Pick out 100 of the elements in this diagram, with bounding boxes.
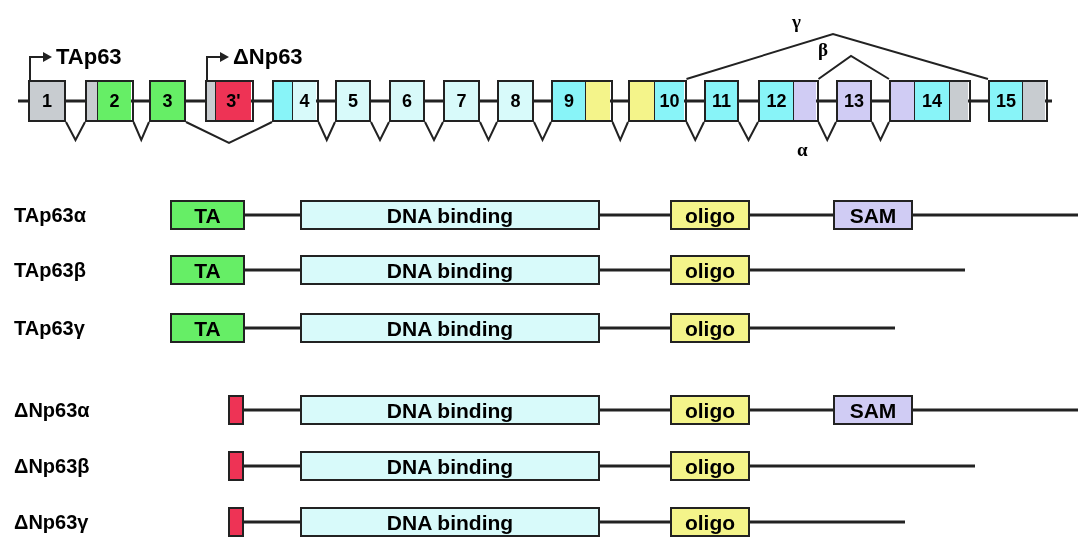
exon-box: [758, 80, 819, 122]
isoform-label: TAp63β: [14, 260, 86, 280]
exon-box: [628, 80, 687, 122]
isoform-label: TAp63γ: [14, 318, 85, 338]
domain-label: TA: [194, 204, 221, 226]
isoform-label: TAp63α: [14, 205, 86, 225]
splice-line: [185, 121, 273, 145]
splice-line: [871, 121, 890, 143]
domain-label: oligo: [684, 399, 736, 421]
protein-line: [750, 268, 965, 272]
exon-number: 15: [996, 92, 1016, 110]
exon-number: 13: [844, 92, 864, 110]
exon-box: [85, 80, 134, 122]
domain-label: oligo: [684, 259, 736, 281]
exon-box: [704, 80, 739, 122]
splice-line: [685, 32, 989, 80]
oligomerization-domain: [670, 507, 750, 537]
domain-label: SAM: [849, 204, 897, 226]
isoform-label: ΔNp63β: [14, 456, 90, 476]
exon-number: 3: [162, 92, 173, 110]
protein-line: [750, 464, 975, 468]
domain-label: DNA binding: [386, 455, 514, 477]
exon-number: 6: [402, 92, 412, 110]
ta-domain: [170, 255, 245, 285]
oligomerization-domain: [670, 395, 750, 425]
deltan-domain: [228, 451, 244, 481]
domain-label: oligo: [684, 317, 736, 339]
oligomerization-domain: [670, 200, 750, 230]
splice-line: [738, 121, 759, 143]
domain-label: oligo: [684, 204, 736, 226]
sam-domain: [833, 395, 913, 425]
dna-binding-domain: [300, 395, 600, 425]
exon-number: 11: [712, 92, 731, 110]
exon-number: 3': [226, 92, 241, 110]
protein-line: [245, 213, 300, 217]
splice-line: [533, 121, 552, 143]
domain-label: DNA binding: [386, 204, 514, 226]
edge-label: β: [818, 40, 828, 59]
protein-line: [600, 268, 670, 272]
exon-number: 1: [42, 92, 52, 110]
exon-box: [335, 80, 371, 122]
dna-binding-domain: [300, 255, 600, 285]
splice-line: [317, 121, 336, 143]
exon-number: 4: [299, 92, 310, 110]
exon-box: [889, 80, 971, 122]
sam-domain: [833, 200, 913, 230]
splice-line: [817, 54, 890, 80]
exon-number: 12: [766, 92, 787, 110]
exon-number: 5: [348, 92, 358, 110]
splice-line: [817, 121, 837, 143]
oligomerization-domain: [670, 313, 750, 343]
protein-line: [245, 268, 300, 272]
protein-line: [750, 213, 833, 217]
protein-line: [750, 520, 905, 524]
dna-binding-domain: [300, 313, 600, 343]
protein-line: [245, 326, 300, 330]
exon-number: 9: [564, 92, 574, 110]
domain-label: TA: [194, 259, 221, 281]
protein-line: [913, 213, 1078, 217]
domain-label: DNA binding: [386, 259, 514, 281]
exon-number: 8: [510, 92, 521, 110]
protein-line: [913, 408, 1078, 412]
domain-label: DNA binding: [386, 511, 514, 533]
protein-line: [600, 520, 670, 524]
exon-box: [205, 80, 254, 122]
domain-label: oligo: [684, 455, 736, 477]
exon-box: [988, 80, 1048, 122]
protein-line: [244, 464, 300, 468]
domain-label: oligo: [684, 511, 736, 533]
exon-number: 7: [456, 92, 467, 110]
exon-number: 14: [922, 92, 942, 110]
domain-label: DNA binding: [386, 399, 514, 421]
isoform-label: ΔNp63α: [14, 400, 90, 420]
oligomerization-domain: [670, 451, 750, 481]
ta-domain: [170, 313, 245, 343]
ta-domain: [170, 200, 245, 230]
deltan-domain: [228, 395, 244, 425]
exon-box: [443, 80, 480, 122]
protein-line: [600, 326, 670, 330]
splice-line: [611, 121, 629, 143]
protein-line: [244, 408, 300, 412]
splice-line: [370, 121, 390, 143]
promoter-label: TAp63: [56, 46, 122, 68]
protein-line: [750, 326, 895, 330]
exon-box: [272, 80, 319, 122]
domain-label: SAM: [849, 399, 897, 421]
exon-box: [497, 80, 534, 122]
promoter-label: ΔNp63: [233, 46, 303, 68]
splice-line: [65, 121, 86, 143]
exon-number: 2: [109, 92, 120, 110]
exon-box: [836, 80, 872, 122]
exon-box: [28, 80, 66, 122]
oligomerization-domain: [670, 255, 750, 285]
protein-line: [600, 408, 670, 412]
domain-label: DNA binding: [386, 317, 514, 339]
protein-line: [600, 464, 670, 468]
protein-line: [244, 520, 300, 524]
isoform-label: ΔNp63γ: [14, 512, 89, 532]
exon-number: 10: [659, 92, 680, 110]
dna-binding-domain: [300, 200, 600, 230]
